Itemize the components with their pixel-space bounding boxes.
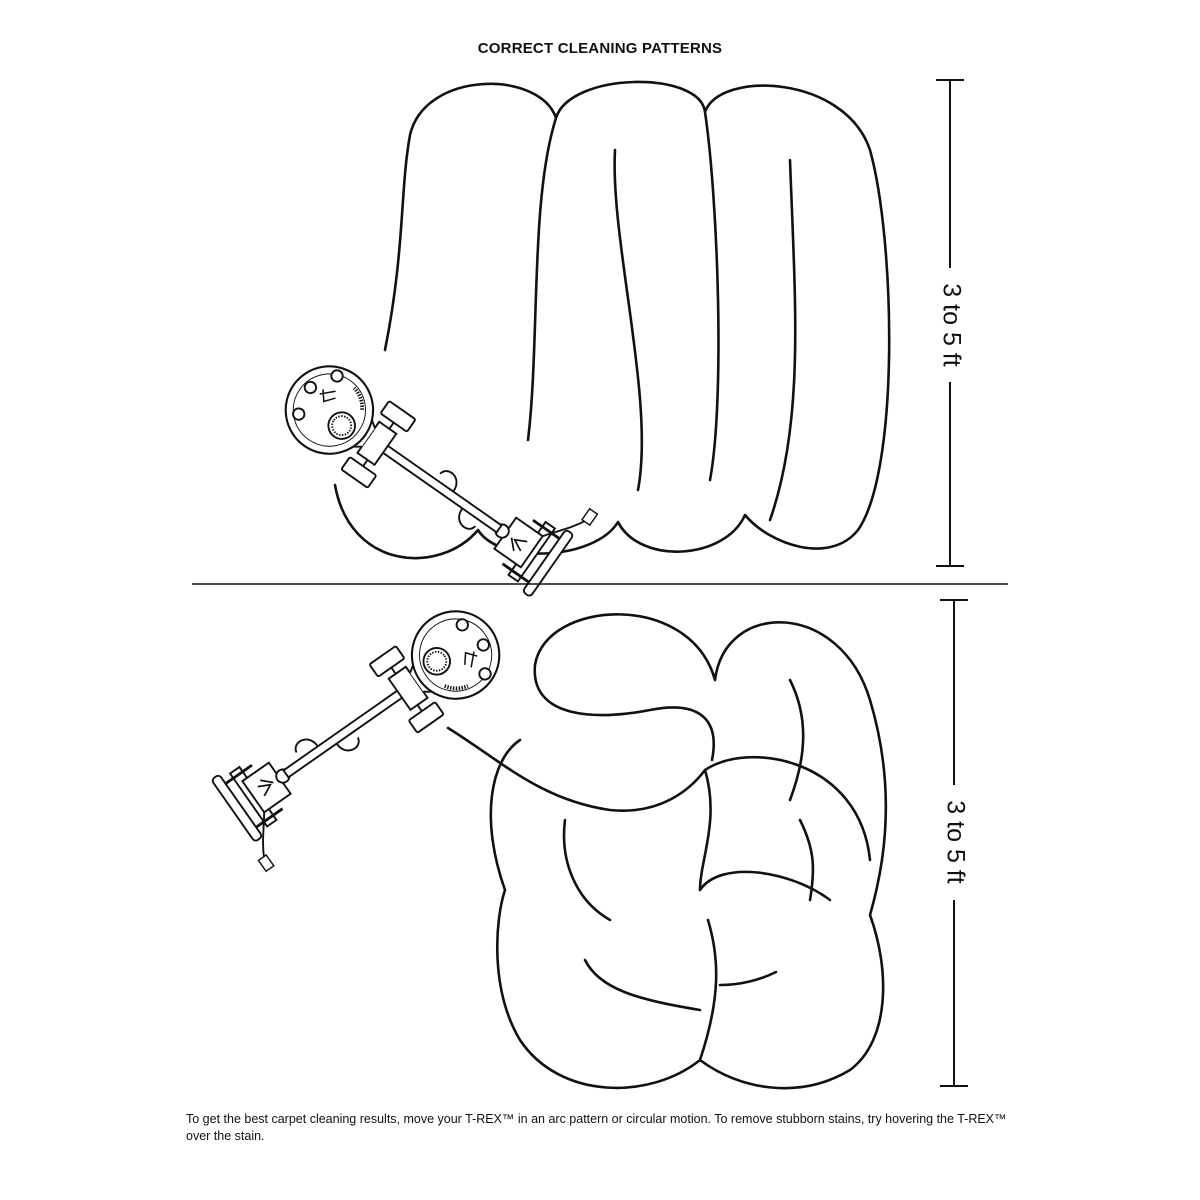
- trex-machine-arc: [266, 327, 600, 608]
- arc-path-outline: [333, 80, 891, 560]
- page-title: CORRECT CLEANING PATTERNS: [477, 40, 723, 57]
- circular-pattern-panel: 3 to 5 ft: [199, 592, 969, 1090]
- trex-machine-circular: [199, 592, 533, 874]
- instruction-caption: To get the best carpet cleaning results,…: [186, 1112, 1007, 1143]
- dimension-marker-top: 3 to 5 ft: [936, 79, 965, 567]
- dimension-label-bottom: 3 to 5 ft: [941, 800, 969, 883]
- dimension-label-top: 3 to 5 ft: [937, 283, 965, 366]
- circular-path-outline: [446, 613, 888, 1090]
- dimension-marker-bottom: 3 to 5 ft: [940, 599, 969, 1087]
- arc-pattern-panel: 3 to 5 ft: [266, 79, 965, 608]
